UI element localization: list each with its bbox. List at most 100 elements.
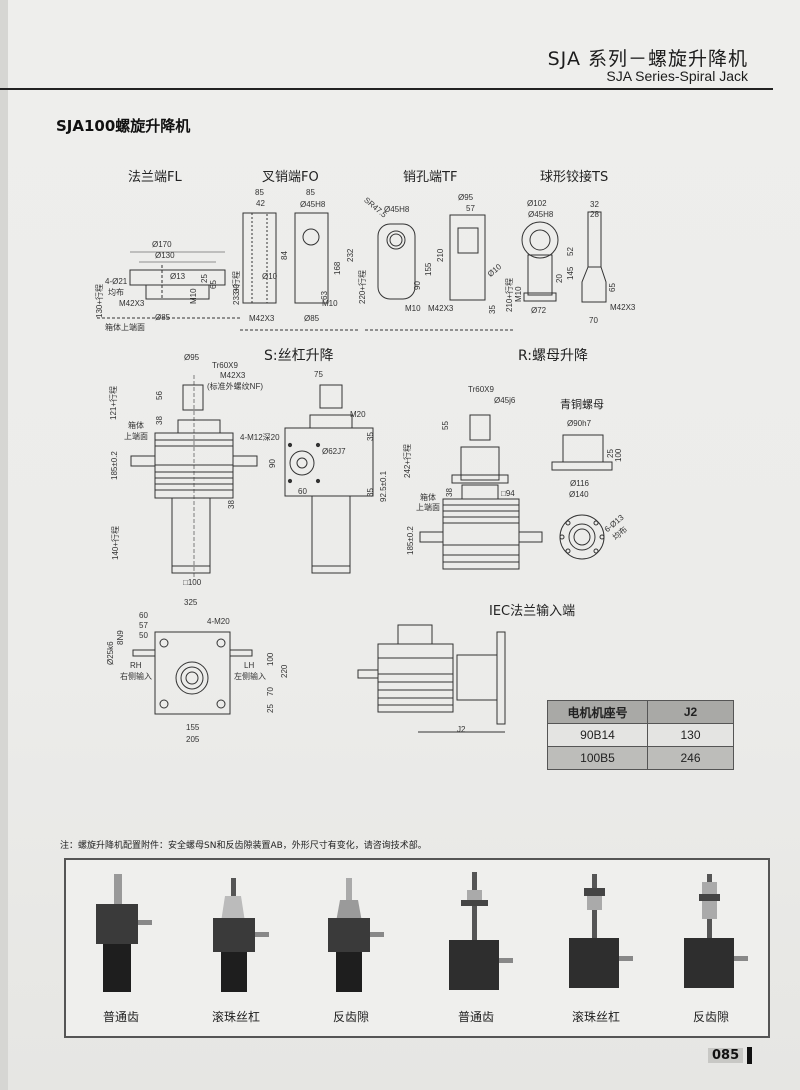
top-dim-w50: 50 <box>139 631 148 640</box>
r-dim-sq94: □94 <box>501 489 515 498</box>
r-dim-d45: Ø45j6 <box>494 396 516 405</box>
tf-dim-d95: Ø95 <box>458 193 474 202</box>
fl-label: 法兰端FL <box>128 170 182 185</box>
page-number: 085 <box>708 1048 744 1063</box>
s-dim-stroke-bottom: 140+行程 <box>111 525 120 560</box>
top-dim-shaft: Ø25k6 <box>106 641 115 665</box>
top-dim-key: 8N9 <box>116 630 125 645</box>
fo-dim-w42: 42 <box>256 199 265 208</box>
product-caption: 滚珠丝杠 <box>211 1010 260 1024</box>
s-ref-2: 上端面 <box>124 432 148 441</box>
s-dim-stroke-top: 121+行程 <box>109 385 118 420</box>
s-dim-h56: 56 <box>155 391 164 400</box>
ts-dim-h145: 145 <box>566 266 575 280</box>
pin-hole-end-drawing <box>365 214 515 331</box>
ts-dim-w32: 32 <box>590 200 599 209</box>
s-dim-h92: 92.5±0.1 <box>379 470 388 502</box>
series-title-cn: SJA 系列－螺旋升降机 <box>547 48 748 70</box>
header-rule <box>0 88 773 90</box>
r-type-label: R:螺母升降 <box>518 348 589 364</box>
ts-dim-h20: 20 <box>555 274 564 283</box>
product-r-standard: 普通齿 <box>421 860 531 1036</box>
top-dim-h25: 25 <box>266 704 275 713</box>
flange-end-drawing <box>97 251 240 319</box>
page-number-bar <box>747 1047 752 1064</box>
s-dim-thread-note: (标准外螺纹NF) <box>207 382 263 391</box>
r-dim-stroke: 242+行程 <box>403 443 412 478</box>
fo-dim-stroke: 233+行程 <box>232 270 241 305</box>
top-rh-cn: 右侧输入 <box>120 672 152 681</box>
ts-dim-h52: 52 <box>566 247 575 256</box>
r-dim-body-h: 185±0.2 <box>406 526 415 555</box>
jack-photo-icon <box>569 874 633 988</box>
bronze-nut-drawing <box>551 434 613 560</box>
fl-dim-holes-note: 均布 <box>108 288 124 297</box>
s-type-label: S:丝杠升降 <box>264 348 334 364</box>
r-dim-h100: 100 <box>614 448 623 462</box>
table-cell-j2: 130 <box>647 723 734 747</box>
s-dim-thread: M42X3 <box>220 371 246 380</box>
tf-dim-stroke: 220+行程 <box>358 269 367 304</box>
bronze-nut-title: 青铜螺母 <box>560 398 604 411</box>
top-dim-w57: 57 <box>139 621 148 630</box>
fo-dim-d10: Ø10 <box>262 272 278 281</box>
s-dim-bore: Ø62J7 <box>322 447 346 456</box>
r-dim-h55: 55 <box>441 421 450 430</box>
top-dim-h100: 100 <box>266 652 275 666</box>
fl-dim-holes: 4-Ø21 <box>105 277 128 286</box>
r-dim-d90: Ø90h7 <box>567 419 592 428</box>
s-dim-w75: 75 <box>314 370 323 379</box>
ts-dim-w28: 28 <box>590 210 599 219</box>
product-caption: 反齿隙 <box>692 1010 729 1024</box>
ts-dim-d102: Ø102 <box>527 199 547 208</box>
s-dim-screw: Tr60X9 <box>212 361 238 370</box>
table-cell-j2: 246 <box>647 746 734 770</box>
ts-label: 球形铰接TS <box>540 170 609 185</box>
fo-dim-m10: M10 <box>322 299 338 308</box>
fo-dim-w85a: 85 <box>255 188 264 197</box>
fo-dim-pin: Ø45H8 <box>300 200 326 209</box>
product-photo-panel: 普通齿 滚珠丝杠 反齿隙 <box>64 858 770 1038</box>
ball-joint-end-drawing <box>521 211 607 303</box>
page-spine <box>0 0 8 1090</box>
s-dim-h38b: 38 <box>227 500 236 509</box>
product-caption: 反齿隙 <box>332 1010 369 1024</box>
fo-dim-thread: M42X3 <box>249 314 275 323</box>
product-s-ballscrew: 滚珠丝杠 <box>181 860 291 1036</box>
table-row: 90B14 130 <box>547 723 734 747</box>
top-lh: LH <box>244 661 255 670</box>
table-header-frame: 电机机座号 <box>547 700 648 724</box>
tf-dim-m10: M10 <box>405 304 421 313</box>
jack-photo-icon <box>684 874 748 988</box>
fl-dim-d13: Ø13 <box>170 272 186 281</box>
jack-photo-icon <box>96 874 152 992</box>
ts-dim-thread: M42X3 <box>610 303 636 312</box>
product-caption: 普通齿 <box>102 1010 139 1024</box>
fo-label: 叉销端FO <box>262 170 319 185</box>
series-title-en: SJA Series-Spiral Jack <box>606 68 748 84</box>
product-r-ballscrew: 滚珠丝杠 <box>541 860 651 1036</box>
top-view-drawing <box>132 631 253 715</box>
tf-dim-thread: M42X3 <box>428 304 454 313</box>
tf-dim-h210: 210 <box>436 248 445 262</box>
fo-dim-d85: Ø85 <box>304 314 320 323</box>
fl-dim-d85: Ø85 <box>155 313 171 322</box>
ts-dim-h65: 65 <box>608 283 617 292</box>
r-ref-2: 上端面 <box>416 503 440 512</box>
table-header-row: 电机机座号 J2 <box>547 700 734 724</box>
fo-dim-h168: 168 <box>333 261 342 275</box>
s-dim-h38a: 38 <box>155 416 164 425</box>
page-title: SJA100螺旋升降机 <box>56 117 191 135</box>
table-cell-frame: 90B14 <box>547 723 648 747</box>
s-dim-h35b: 35 <box>366 488 375 497</box>
r-dim-screw: Tr60X9 <box>468 385 494 394</box>
product-s-standard: 普通齿 <box>66 860 176 1036</box>
tf-dim-h35: 35 <box>488 305 497 314</box>
s-dim-w60: 60 <box>298 487 307 496</box>
product-s-antibacklash: 反齿隙 <box>296 860 406 1036</box>
fl-dim-ref: 箱体上端面 <box>105 323 145 332</box>
fo-dim-h84: 84 <box>280 251 289 260</box>
iec-flange-drawing <box>357 624 506 733</box>
s-dim-h90: 90 <box>268 459 277 468</box>
